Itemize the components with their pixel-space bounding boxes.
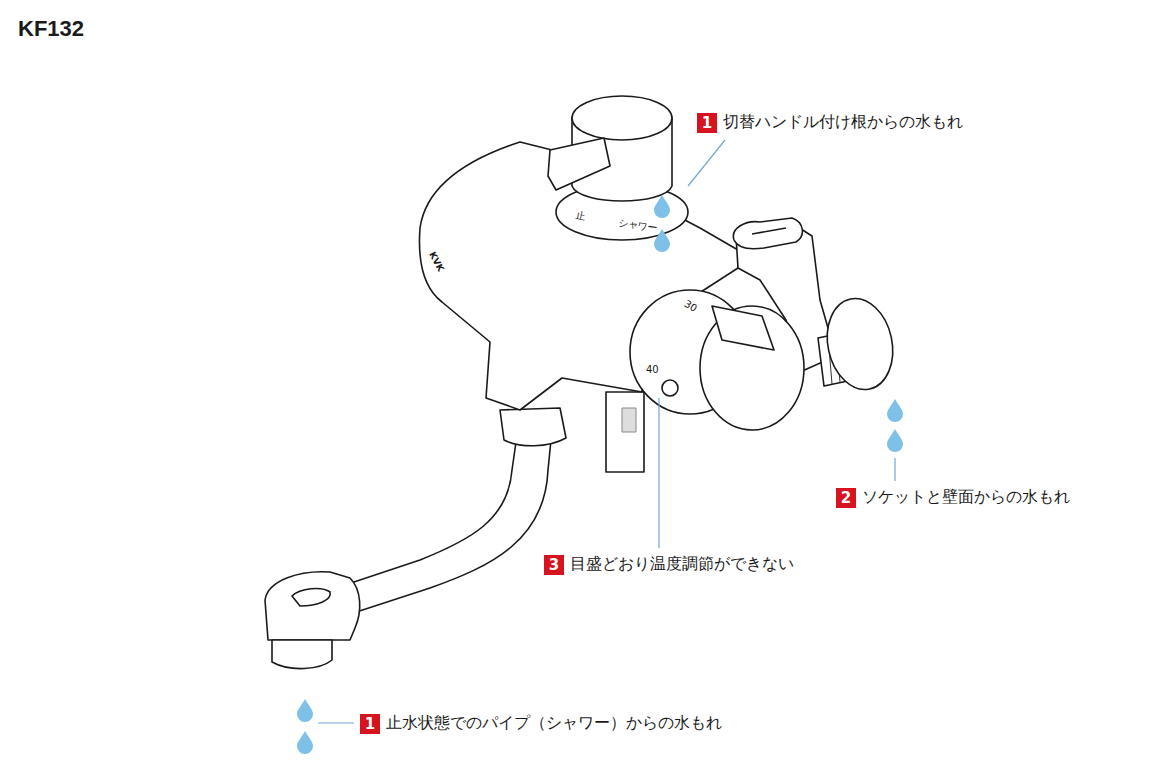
shower-outlet [606,392,644,472]
callout-number: 2 [836,488,856,508]
dial-marking: 40 [646,364,659,375]
handle-top [572,96,672,140]
check-valve-cap [733,218,802,249]
callout-text: 切替ハンドル付け根からの水もれ [723,112,963,133]
water-drop [887,429,903,452]
callout: 1 止水状態でのパイプ（シャワー）からの水もれ [360,713,722,734]
diagram-title: KF132 [18,16,84,42]
brand-mark: KVK [427,250,446,273]
callout-number: 1 [697,113,717,133]
leader-line [318,722,354,723]
lock-button [662,380,678,396]
leader-line [658,398,659,548]
leader-lines [318,140,895,723]
spout-nozzle [265,572,360,640]
handle-lever [548,138,610,190]
spout-pipe [330,428,552,618]
thermo-knob [700,306,804,430]
callout-number: 3 [544,555,564,575]
strainer-mesh [622,408,636,432]
callout-text: 止水状態でのパイプ（シャワー）からの水もれ [386,713,722,734]
water-drop [297,699,313,722]
callout: 2 ソケットと壁面からの水もれ [836,487,1070,508]
wall-flange [819,292,901,395]
water-drop [654,195,670,218]
nozzle-tip [272,640,332,669]
dial-marking: 30 [683,298,700,314]
callout-text: 目盛どおり温度調節ができない [570,554,794,575]
water-drop [297,731,313,754]
leader-line [894,458,895,481]
thermo-lever [712,306,774,350]
callout-text: ソケットと壁面からの水もれ [862,487,1070,508]
callout-number: 1 [360,714,380,734]
dial-marking: シャワー [617,216,659,235]
cap-slot [752,228,786,234]
dial-marking: 止 [574,208,587,224]
water-drops [297,195,903,754]
callout: 3 目盛どおり温度調節ができない [544,554,794,575]
nozzle-slot [292,589,330,606]
callout: 1 切替ハンドル付け根からの水もれ [697,112,963,133]
union-nut [500,408,566,446]
leader-line [688,140,725,186]
water-drop [887,399,903,422]
